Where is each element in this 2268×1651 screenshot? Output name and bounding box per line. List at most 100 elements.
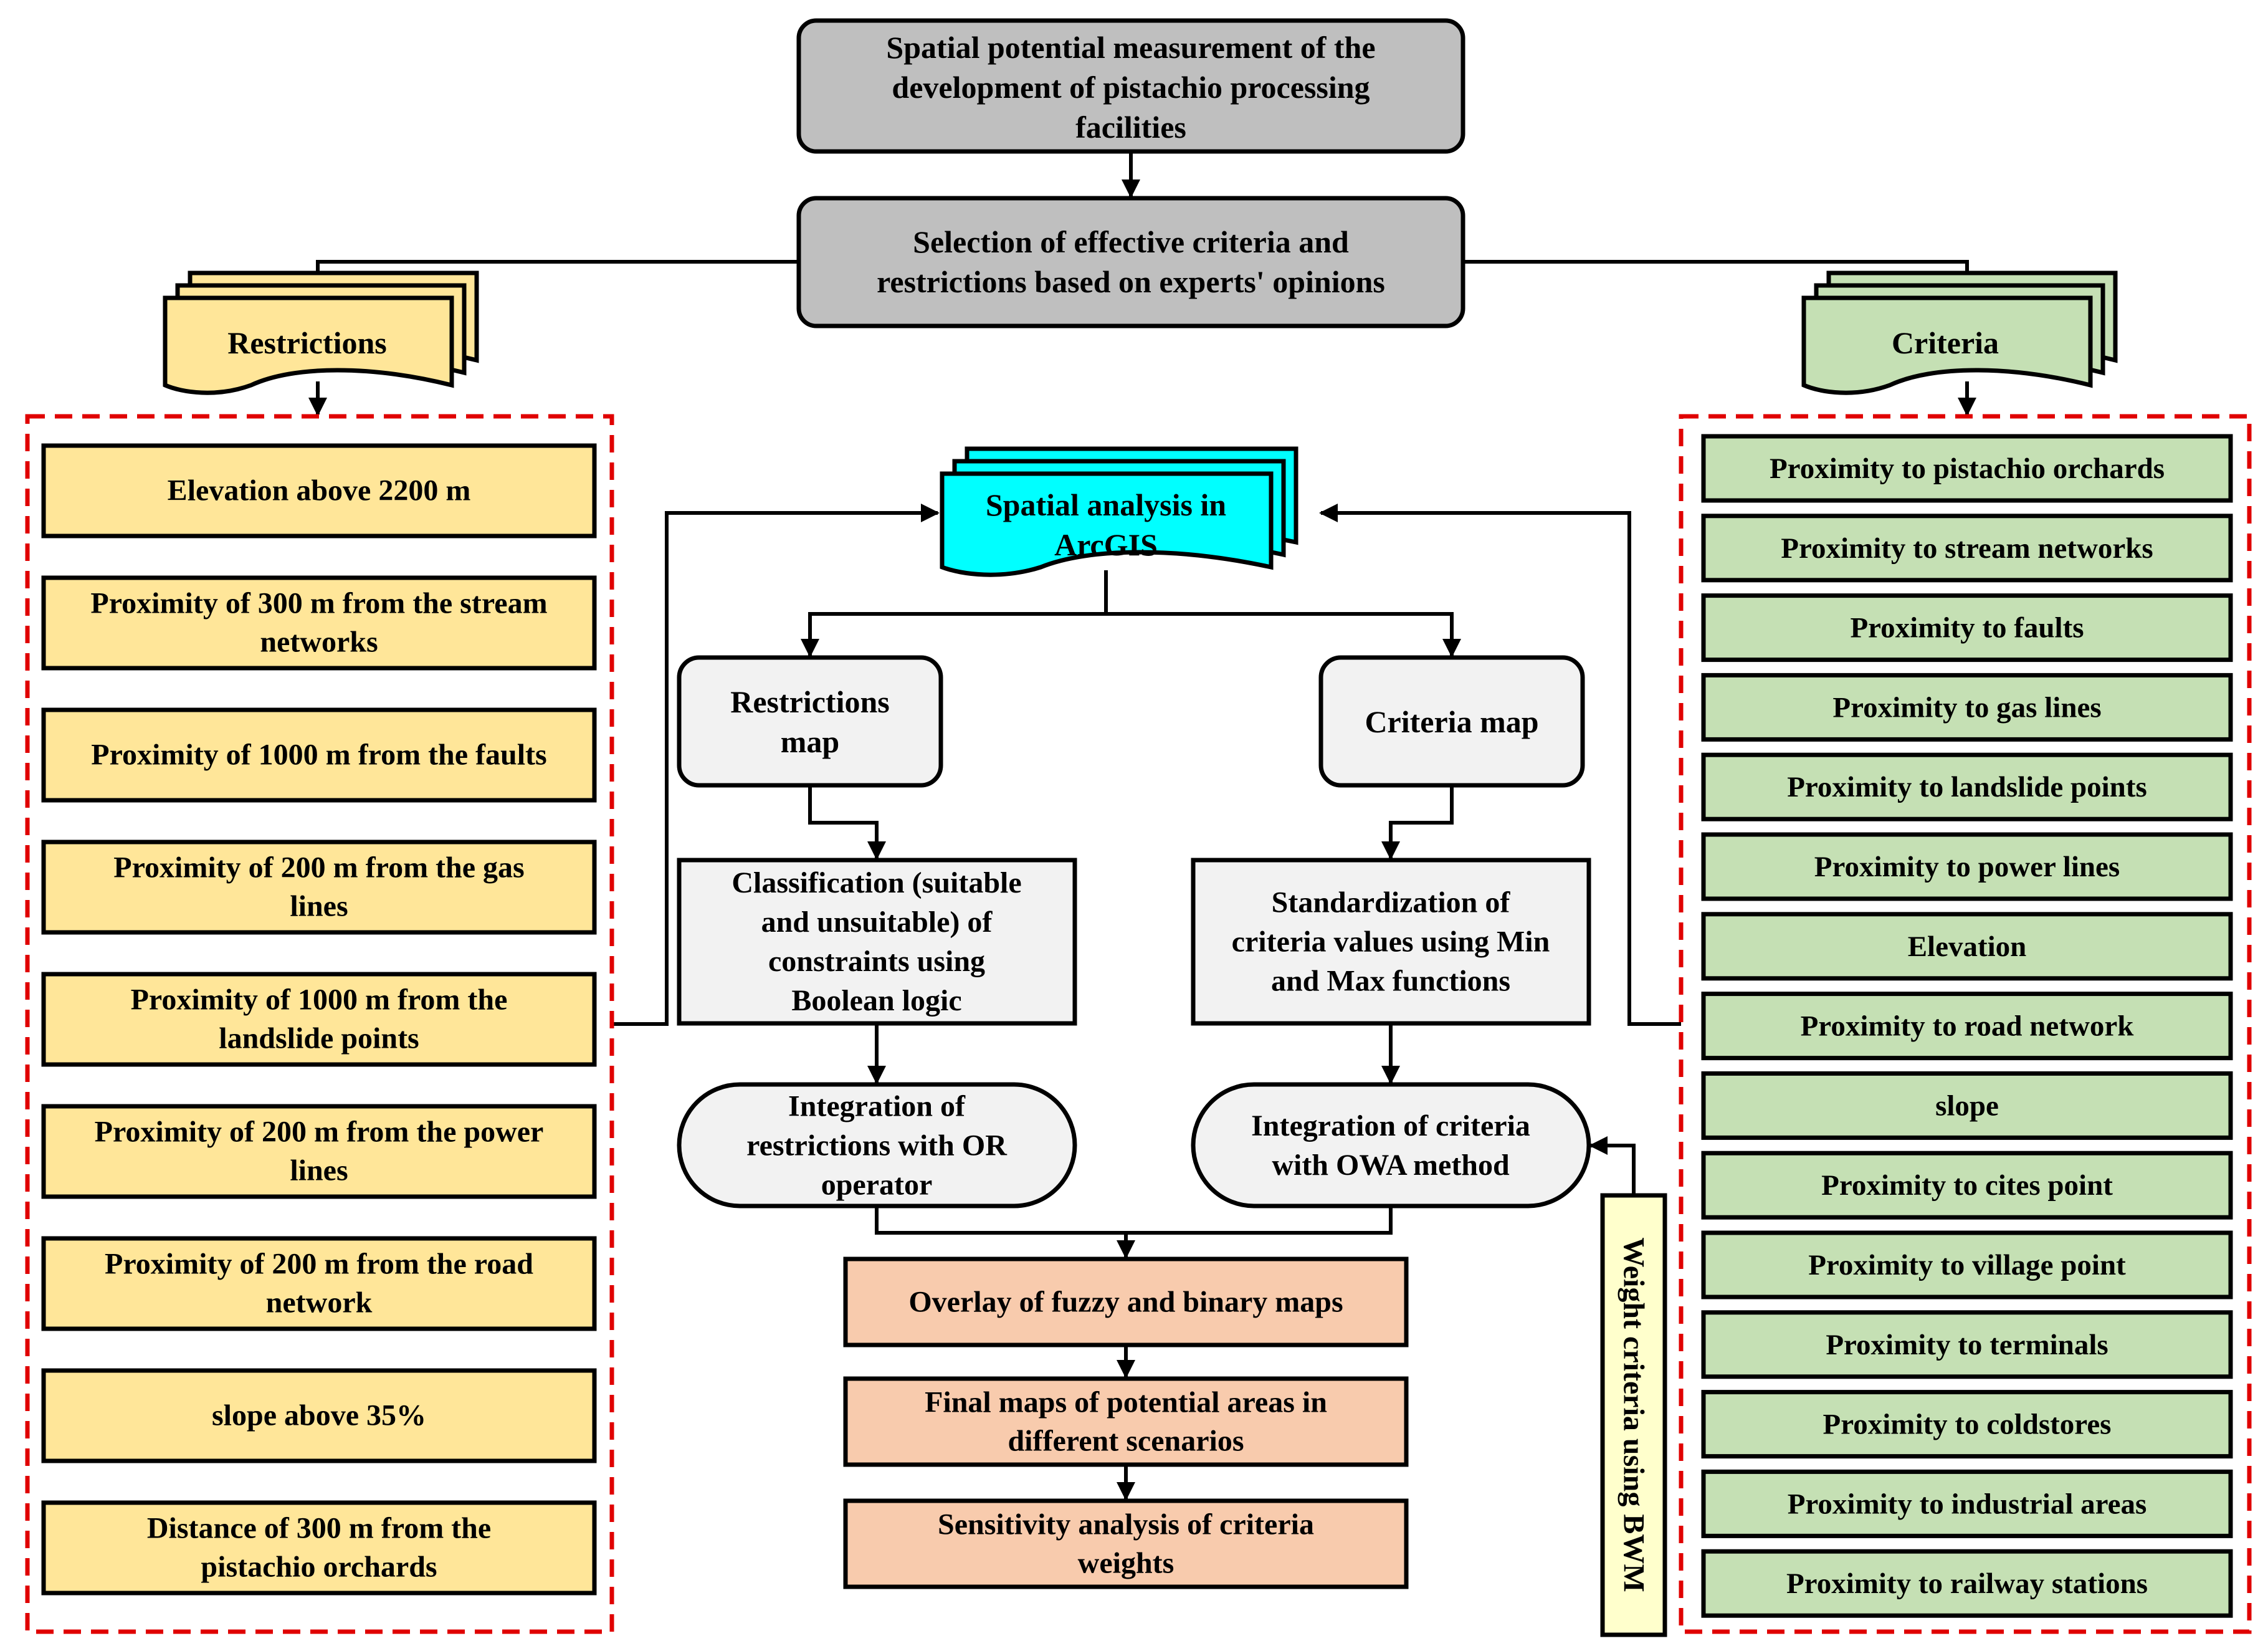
restriction-item-text-line: lines	[290, 1154, 348, 1187]
classification-text-line: and unsuitable) of	[761, 906, 993, 939]
connector-arrow	[1319, 504, 1681, 1026]
connector-arrow	[875, 1206, 1393, 1235]
integration-restrictions-text-line: operator	[821, 1169, 933, 1202]
criteria-item-text: Proximity to cites point	[1821, 1169, 2113, 1202]
restriction-item-text-line: Proximity of 200 m from the power	[95, 1116, 544, 1149]
criteria-item-text: Proximity to landslide points	[1787, 771, 2147, 803]
restriction-item-text-line: pistachio orchards	[201, 1551, 437, 1584]
criteria-item-text: Proximity to stream networks	[1781, 532, 2153, 565]
connector-arrow	[1106, 612, 1461, 658]
final-maps-box	[843, 1376, 1409, 1467]
restriction-item-text-line: Proximity of 200 m from the road	[105, 1248, 533, 1281]
title-text-line: development of pistachio processing	[892, 70, 1370, 105]
restriction-item-text-line: Proximity of 200 m from the gas	[113, 851, 524, 884]
restriction-item-text-line: Proximity of 1000 m from the	[131, 983, 508, 1017]
standardization-text-line: and Max functions	[1271, 965, 1510, 998]
restriction-item	[41, 1500, 597, 1596]
restriction-item	[41, 443, 597, 538]
connector-arrow	[808, 785, 886, 860]
criteria-doc	[1801, 270, 2118, 395]
criteria-item-text: Proximity to faults	[1850, 612, 2084, 644]
criteria-item	[1701, 992, 2233, 1061]
criteria-item	[1701, 514, 2233, 583]
selection-text-line: restrictions based on experts' opinions	[877, 264, 1385, 299]
restriction-item-text-line: slope above 35%	[212, 1399, 426, 1432]
classification-text-line: constraints using	[768, 945, 985, 978]
shapes: Spatial potential measurement of the deve…	[25, 18, 2252, 1637]
title-text-line: facilities	[1075, 110, 1186, 145]
restriction-item-text-line: Proximity of 300 m from the stream	[90, 587, 547, 620]
criteria-item	[1701, 1469, 2233, 1538]
criteria-title-line: Criteria	[1892, 325, 1999, 360]
restriction-item	[41, 972, 597, 1067]
title-box	[796, 18, 1465, 154]
classification-box	[677, 858, 1077, 1026]
restriction-item-text-line: Distance of 300 m from the	[147, 1512, 491, 1545]
restrictions-doc-front	[163, 295, 454, 395]
arcgis-text-line: ArcGIS	[1054, 527, 1158, 562]
restrictions-map-box	[677, 655, 943, 788]
criteria-item-text: Proximity to gas lines	[1832, 691, 2101, 724]
integration-restrictions-text-line: restrictions with OR	[746, 1129, 1008, 1162]
restriction-item-text-line: Proximity of 1000 m from the faults	[91, 739, 546, 772]
restrictions-container	[25, 414, 614, 1634]
criteria-item	[1701, 1310, 2233, 1379]
restrictions-doc	[163, 270, 479, 395]
standardization-text-line: Standardization of	[1272, 886, 1511, 919]
restriction-item	[41, 707, 597, 803]
integration-criteria-box	[1191, 1082, 1591, 1208]
final-maps-text-line: Final maps of potential areas in	[925, 1386, 1327, 1419]
classification-text-line: Boolean logic	[791, 984, 961, 1017]
restriction-item-text-line: lines	[290, 890, 348, 923]
criteria-item	[1701, 1151, 2233, 1220]
arcgis-doc	[940, 446, 1298, 577]
criteria-item	[1701, 672, 2233, 742]
criteria-item-text: Proximity to road network	[1801, 1010, 2135, 1043]
criteria-item	[1701, 593, 2233, 663]
arcgis-doc-front	[940, 471, 1274, 577]
restriction-item-text-line: network	[266, 1286, 373, 1319]
criteria-item-text: Proximity to railway stations	[1786, 1567, 2148, 1600]
connectors	[308, 151, 1976, 1501]
criteria-doc-front	[1801, 295, 2093, 395]
criteria-item	[1701, 1390, 2233, 1459]
restriction-item	[41, 1236, 597, 1331]
criteria-item-text: slope	[1935, 1089, 1999, 1122]
restriction-item	[41, 840, 597, 935]
title-text-line: Spatial potential measurement of the	[886, 30, 1375, 65]
restriction-item	[41, 575, 597, 671]
restriction-item	[41, 1368, 597, 1463]
sensitivity-box	[843, 1498, 1409, 1589]
integration-restrictions-text-line: Integration of	[788, 1090, 966, 1123]
standardization-box	[1191, 858, 1591, 1026]
overlay-text-line: Overlay of fuzzy and binary maps	[908, 1286, 1343, 1319]
criteria-item	[1701, 1230, 2233, 1299]
connector-arrow	[612, 504, 940, 1026]
criteria-map-box	[1318, 655, 1585, 788]
connector-arrow	[801, 570, 1108, 658]
criteria-map-text-line: Criteria map	[1365, 704, 1538, 739]
criteria-item-text: Proximity to industrial areas	[1788, 1488, 2147, 1520]
connector-arrow	[1381, 785, 1454, 860]
restriction-item-text-line: networks	[260, 626, 378, 659]
weight-criteria-box	[1600, 1193, 1667, 1637]
sensitivity-text-line: Sensitivity analysis of criteria	[938, 1508, 1314, 1541]
restriction-item-text-line: Elevation above 2200 m	[168, 474, 471, 507]
weight-criteria-text: Weight criteria using BWM	[1618, 1237, 1651, 1592]
restriction-item	[41, 1104, 597, 1199]
restrictions-title-line: Restrictions	[227, 325, 387, 360]
classification-text-line: Classification (suitable	[731, 866, 1021, 899]
criteria-item	[1701, 912, 2233, 981]
criteria-container	[1679, 414, 2252, 1634]
selection-box	[796, 196, 1465, 328]
overlay-box	[843, 1256, 1409, 1347]
integration-criteria-text-line: Integration of criteria	[1251, 1109, 1530, 1142]
criteria-item-text: Proximity to coldstores	[1823, 1409, 2112, 1441]
criteria-item	[1701, 434, 2233, 503]
criteria-item	[1701, 1071, 2233, 1140]
standardization-text-line: criteria values using Min	[1232, 926, 1550, 959]
integration-criteria-text-line: with OWA method	[1272, 1149, 1510, 1182]
criteria-item	[1701, 1549, 2233, 1618]
criteria-item	[1701, 752, 2233, 821]
